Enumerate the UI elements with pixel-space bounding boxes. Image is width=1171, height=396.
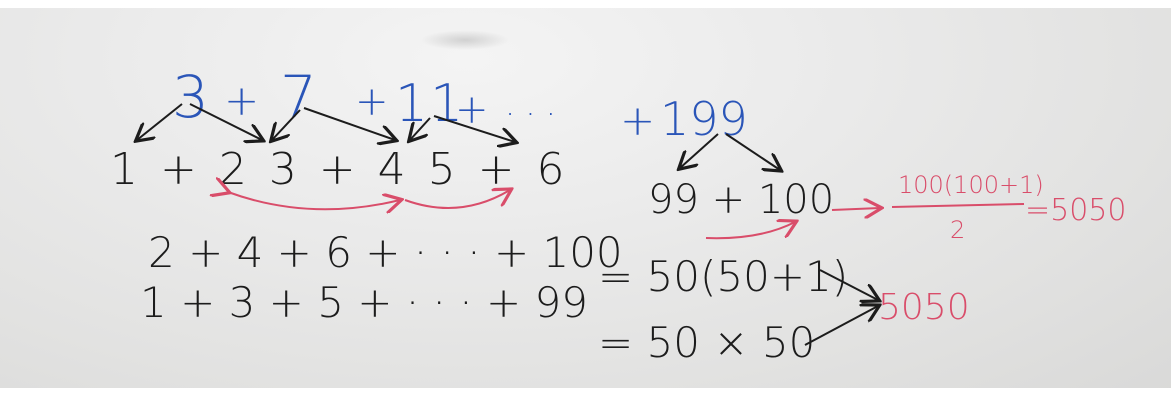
arrow-199-to-99 [680,133,719,168]
even-sum-lhs: 2 + 4 + 6 + · · · + 100 [148,228,623,277]
light-glare [420,30,510,50]
fraction-denominator: 2 [950,216,966,244]
fraction-bar [891,203,1025,208]
arrow-3-to-2 [189,103,262,140]
series-plus-3: + [455,87,489,133]
series-plus-2: + [355,79,389,125]
arrow-7-to-3 [272,109,301,140]
frame-bottom [0,388,1171,396]
red-arrow-4-to-6 [404,190,510,209]
red-arrow-2-to-4 [228,192,400,209]
series-term-3: 3 [172,63,209,131]
arrow-11-to-5 [410,117,431,140]
frame-top [0,0,1171,8]
arrow-7-to-4 [303,107,395,140]
even-sum-rhs: = 50(50+1) [598,252,849,301]
series-ellipsis: · · · [505,95,556,133]
arrow-3-to-1 [137,103,183,140]
series-plus-4: + [620,96,656,145]
paired-numbers-99-100: 99 + 100 [648,177,835,223]
odd-sum-lhs: 1 + 3 + 5 + · · · + 99 [140,278,588,327]
fraction-result: =5050 [1025,193,1127,228]
arrow-odd-to-result [804,306,878,346]
fraction-numerator: 100(100+1) [898,171,1044,199]
odd-sum-rhs: = 50 × 50 [598,318,816,367]
red-arrow-to-fraction [831,208,880,210]
series-plus-1: + [224,76,260,125]
series-term-199: 199 [660,92,748,146]
final-result: 5050 [878,287,970,328]
arrow-199-to-100 [725,133,780,170]
arrow-even-to-result [819,269,878,300]
arrow-11-to-6 [433,115,515,142]
red-arrow-99-to-100 [705,222,795,240]
series-term-7: 7 [280,63,317,131]
